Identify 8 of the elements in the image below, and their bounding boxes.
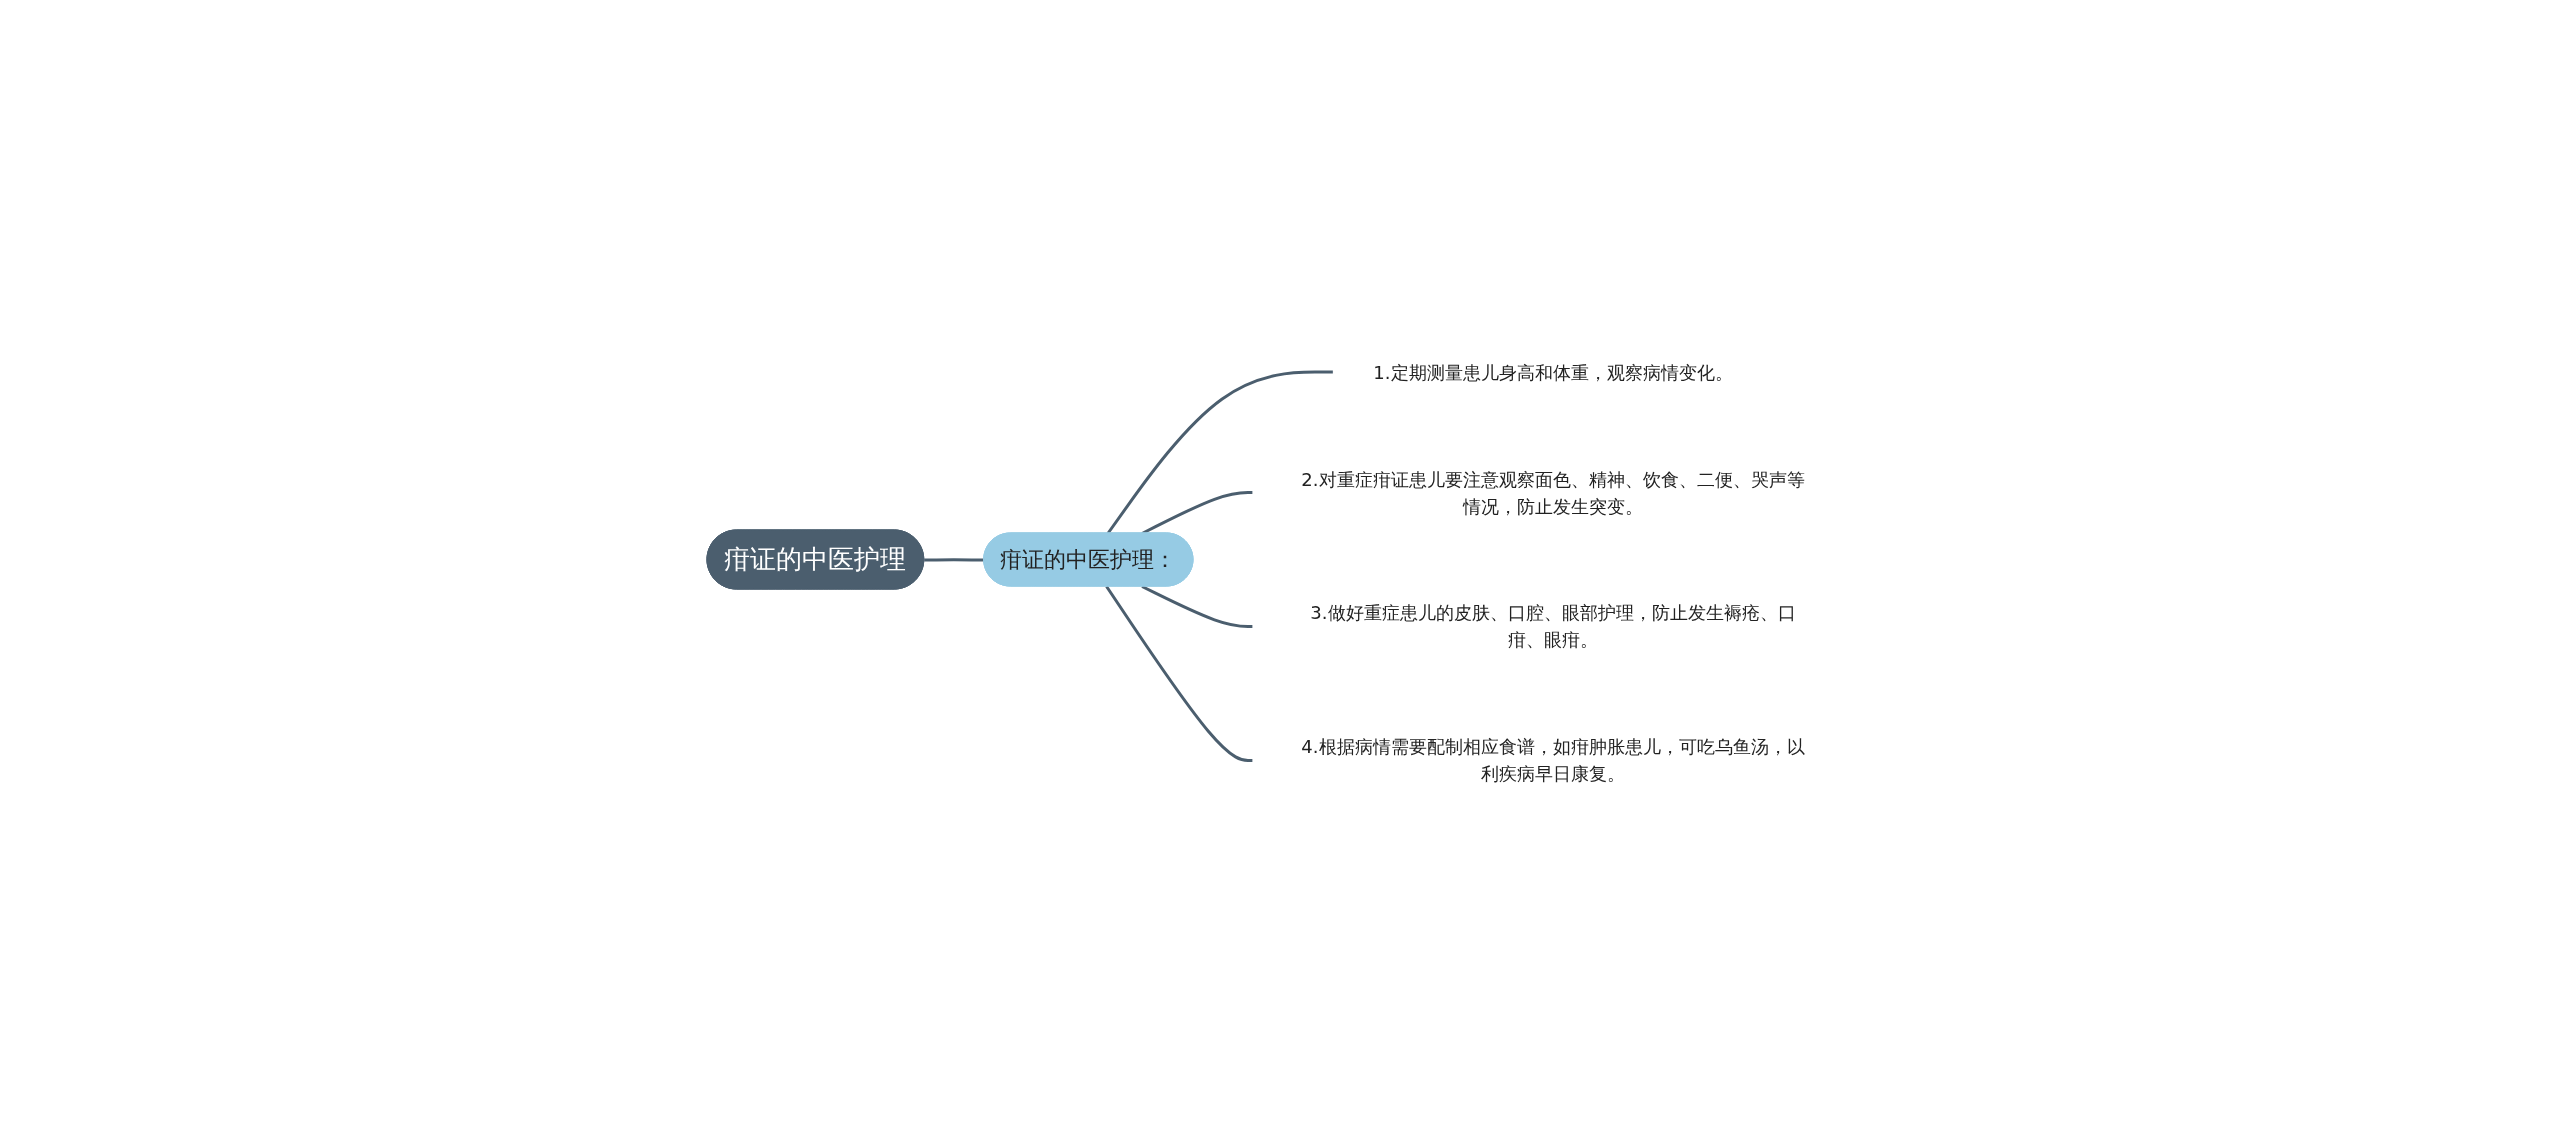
node-text: 2.对重症疳证患儿要注意观察面色、精神、饮食、二便、哭声等情况，防止发生突变。: [1301, 468, 1805, 516]
connector: [1141, 584, 1253, 628]
node-text: 3.做好重症患儿的皮肤、口腔、眼部护理，防止发生褥疮、口疳、眼疳。: [1310, 602, 1796, 650]
connector: [1105, 585, 1253, 762]
node-text: 1.定期测量患儿身高和体重，观察病情变化。: [1373, 361, 1733, 382]
connector: [924, 557, 985, 561]
connector: [1106, 370, 1334, 534]
node-text: 4.根据病情需要配制相应食谱，如疳肿胀患儿，可吃乌鱼汤，以利疾病早日康复。: [1301, 736, 1805, 784]
